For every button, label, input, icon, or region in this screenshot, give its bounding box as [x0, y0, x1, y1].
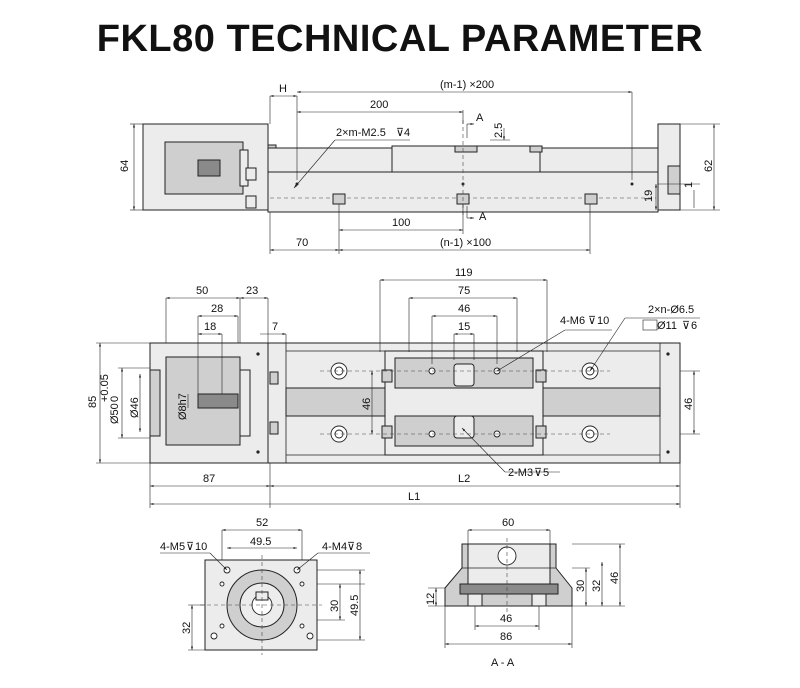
cbore-callout: Ø11	[657, 320, 677, 332]
motor-shaft-top	[197, 393, 239, 409]
m4-depth: 8	[356, 541, 362, 553]
dim-49-5-v: 49.5	[349, 595, 361, 616]
dim-52: 52	[256, 517, 268, 529]
page-title: FKL80 TECHNICAL PARAMETER	[96, 18, 704, 60]
dim-50: 50	[196, 285, 208, 297]
dim-46-sec-b: 46	[500, 613, 512, 625]
dim-70: 70	[296, 237, 308, 249]
dim-12: 12	[425, 593, 437, 605]
svg-text:⊽: ⊽	[186, 541, 194, 553]
dim-46-top: 46	[458, 303, 470, 315]
dim-85: 85	[87, 396, 99, 408]
hole-callout: 2×n-Ø6.5	[648, 304, 694, 316]
dim-49-5: 49.5	[250, 536, 271, 548]
m3-depth: 5	[543, 467, 549, 479]
dim-8h7: Ø8h7	[177, 393, 189, 420]
dim-46-dia: Ø46	[129, 397, 141, 418]
dim-32-end: 32	[181, 622, 193, 634]
dim-l1: L1	[408, 491, 420, 503]
dim-2-5: 2.5	[493, 123, 505, 138]
dim-32-sec: 32	[591, 580, 603, 592]
dim-46-sec: 46	[609, 572, 621, 584]
dim-87: 87	[203, 473, 215, 485]
dim-86: 86	[500, 631, 512, 643]
dim-18: 18	[204, 321, 216, 333]
svg-text:⊽: ⊽	[588, 315, 596, 327]
thread-callout: 2×m-M2.5	[336, 127, 386, 139]
end-view: 52 49.5 4-M5 ⊽ 10 4-M4 ⊽ 8 30 49.5 32	[160, 517, 370, 655]
top-view: 119 75 46 15 50 23 28 18 7 4-M6 ⊽	[87, 267, 700, 508]
m6-callout: 4-M6	[560, 315, 585, 327]
dim-30-end: 30	[329, 600, 341, 612]
m3-callout: 2-M3	[508, 467, 533, 479]
section-label: A - A	[491, 657, 515, 669]
dim-119: 119	[455, 267, 473, 279]
m6-depth: 10	[597, 315, 609, 327]
dim-15: 15	[458, 321, 470, 333]
svg-text:⊽: ⊽	[682, 320, 690, 332]
motor-shaft-side	[197, 159, 221, 177]
dim-l2: L2	[458, 473, 470, 485]
cbore-depth: 6	[691, 320, 697, 332]
dim-60: 60	[502, 517, 514, 529]
dim-23: 23	[246, 285, 258, 297]
m4-callout: 4-M4	[322, 541, 347, 553]
svg-text:⊽: ⊽	[347, 541, 355, 553]
svg-text:⊽: ⊽	[396, 127, 404, 139]
section-a-bottom: A	[479, 211, 487, 223]
dim-46-v: 46	[361, 398, 373, 410]
dim-19: 19	[643, 190, 655, 202]
dim-1: 1	[683, 182, 695, 188]
svg-text:⊽: ⊽	[534, 467, 542, 479]
dim-50-tol: Ø50	[109, 403, 121, 424]
section-a-top: A	[476, 112, 484, 124]
dim-200: 200	[370, 99, 388, 111]
dim-28: 28	[211, 303, 223, 315]
section-view: 60 30 32 46 12 46 86 A - A	[425, 517, 625, 669]
dim-46-r: 46	[683, 398, 695, 410]
dim-n100: (n-1) ×100	[440, 237, 491, 249]
dim-h: H	[279, 83, 287, 95]
dim-m200: (m-1) ×200	[440, 79, 494, 91]
dim-75: 75	[458, 285, 470, 297]
dim-30-sec: 30	[575, 580, 587, 592]
dim-7: 7	[272, 321, 278, 333]
tol-upper: +0.05	[99, 374, 111, 402]
m5-depth: 10	[195, 541, 207, 553]
dim-100: 100	[392, 217, 410, 229]
thread-depth: 4	[404, 127, 410, 139]
side-view: H (m-1) ×200 200 2×m-M2.5 ⊽ 4 A 2.5 A 64…	[119, 79, 720, 254]
dim-64: 64	[119, 160, 131, 172]
m5-callout: 4-M5	[160, 541, 185, 553]
tol-lower: 0	[109, 396, 121, 402]
dim-62: 62	[703, 160, 715, 172]
